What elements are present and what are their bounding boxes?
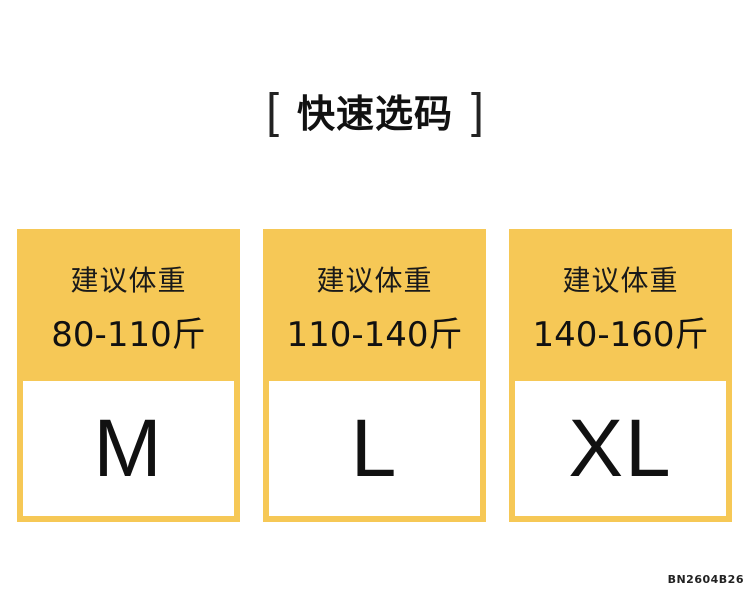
weight-label: 建议体重 — [316, 263, 433, 297]
title-left-bracket: [ — [266, 82, 279, 138]
weight-range: 140-160斤 — [532, 314, 709, 355]
size-label: M — [93, 402, 164, 494]
size-box: XL — [515, 381, 726, 516]
weight-range: 110-140斤 — [286, 314, 463, 355]
title-right-bracket: ] — [471, 82, 484, 138]
size-card-xl: 建议体重 140-160斤 XL — [509, 229, 732, 522]
size-card-header: 建议体重 110-140斤 — [263, 229, 486, 379]
size-card-m: 建议体重 80-110斤 M — [17, 229, 240, 522]
product-code: BN2604B26 — [667, 573, 744, 586]
size-card-l: 建议体重 110-140斤 L — [263, 229, 486, 522]
size-label: XL — [568, 402, 673, 494]
weight-range: 80-110斤 — [51, 314, 206, 355]
size-label: L — [350, 402, 399, 494]
size-box: M — [23, 381, 234, 516]
size-box: L — [269, 381, 480, 516]
weight-label: 建议体重 — [70, 263, 187, 297]
size-card-header: 建议体重 140-160斤 — [509, 229, 732, 379]
page-title: [ 快速选码 ] — [0, 82, 750, 138]
size-card-header: 建议体重 80-110斤 — [17, 229, 240, 379]
title-text: 快速选码 — [296, 91, 453, 136]
weight-label: 建议体重 — [562, 263, 679, 297]
